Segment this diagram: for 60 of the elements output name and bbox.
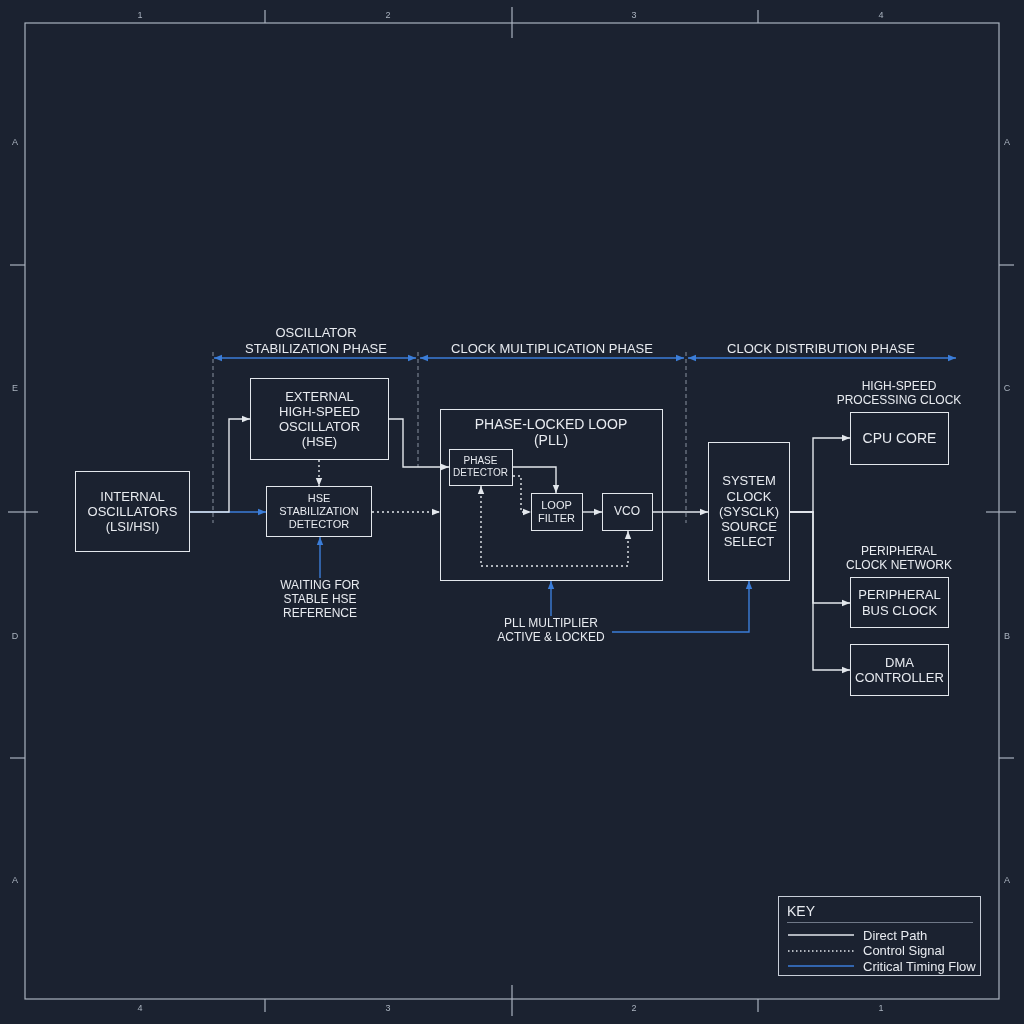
arrow (189, 415, 251, 513)
annotation-label: WAITING FOR STABLE HSE REFERENCE (271, 578, 369, 624)
arrow (512, 466, 560, 494)
zone-label: 3 (385, 1002, 391, 1013)
arrow (611, 580, 753, 633)
phase-label: CLOCK MULTIPLICATION PHASE (451, 341, 653, 357)
zone-label: A (1004, 136, 1010, 147)
zone-label: A (1004, 874, 1010, 885)
arrow (652, 508, 709, 516)
zone-label: C (1003, 382, 1011, 393)
box-label: CPU CORE (862, 430, 937, 447)
zone-label: 1 (137, 9, 143, 20)
arrow (316, 536, 324, 579)
subsystem-box (440, 409, 663, 581)
process-box (266, 486, 372, 537)
legend-label: Direct Path (863, 927, 928, 943)
zone-label: B (1004, 630, 1010, 641)
annotation-label: HIGH-SPEED PROCESSING CLOCK (836, 378, 962, 407)
zone-label: A (12, 874, 18, 885)
zone-label: A (12, 136, 18, 147)
process-box (530, 492, 583, 531)
process-box (601, 492, 653, 531)
process-box (250, 378, 389, 460)
double-headed-dotted-arrow (477, 485, 632, 567)
box-label: LOOP FILTER (537, 498, 576, 524)
zone-label: 3 (631, 9, 637, 20)
annotation-label: PLL MULTIPLIER ACTIVE & LOCKED (490, 616, 612, 648)
phase-label: CLOCK DISTRIBUTION PHASE (727, 341, 915, 357)
process-box (75, 471, 190, 552)
process-box (850, 644, 949, 696)
annotation-label: PERIPHERAL CLOCK NETWORK (846, 543, 952, 572)
dotted-arrow (512, 475, 532, 516)
zone-label: D (11, 630, 19, 641)
box-label: HSE STABILIZATION DETECTOR (279, 492, 359, 530)
zone-label: 4 (137, 1002, 143, 1013)
box-label: PERIPHERAL BUS CLOCK (858, 587, 941, 618)
phase-label: OSCILLATOR STABILIZATION PHASE (245, 325, 387, 356)
box-label: INTERNAL OSCILLATORS (LSI/HSI) (87, 488, 178, 535)
zone-label: 2 (631, 1002, 637, 1013)
legend-label: Critical Timing Flow (863, 958, 976, 974)
zone-label: 1 (878, 1002, 884, 1013)
arrow (388, 418, 450, 471)
dotted-arrow (371, 508, 441, 516)
legend-label: Control Signal (863, 943, 945, 958)
box-label: EXTERNAL HIGH-SPEED OSCILLATOR (HSE) (278, 388, 361, 450)
legend-title: KEY (787, 902, 815, 919)
box-label: DMA CONTROLLER (855, 654, 944, 685)
box-label: SYSTEM CLOCK (SYSCLK) SOURCE SELECT (719, 473, 779, 550)
group-heading: PHASE-LOCKED LOOP (PLL) (474, 416, 628, 449)
arrow (582, 508, 603, 516)
zone-label: E (12, 382, 18, 393)
process-box (708, 442, 790, 581)
dotted-arrow (315, 459, 323, 487)
arrow (789, 511, 851, 674)
box-label: VCO (614, 504, 640, 519)
box-label: PHASE DETECTOR (453, 455, 508, 478)
arrow (547, 580, 555, 617)
process-box (448, 448, 513, 486)
zone-label: 4 (878, 9, 884, 20)
zone-label: 2 (385, 9, 391, 20)
